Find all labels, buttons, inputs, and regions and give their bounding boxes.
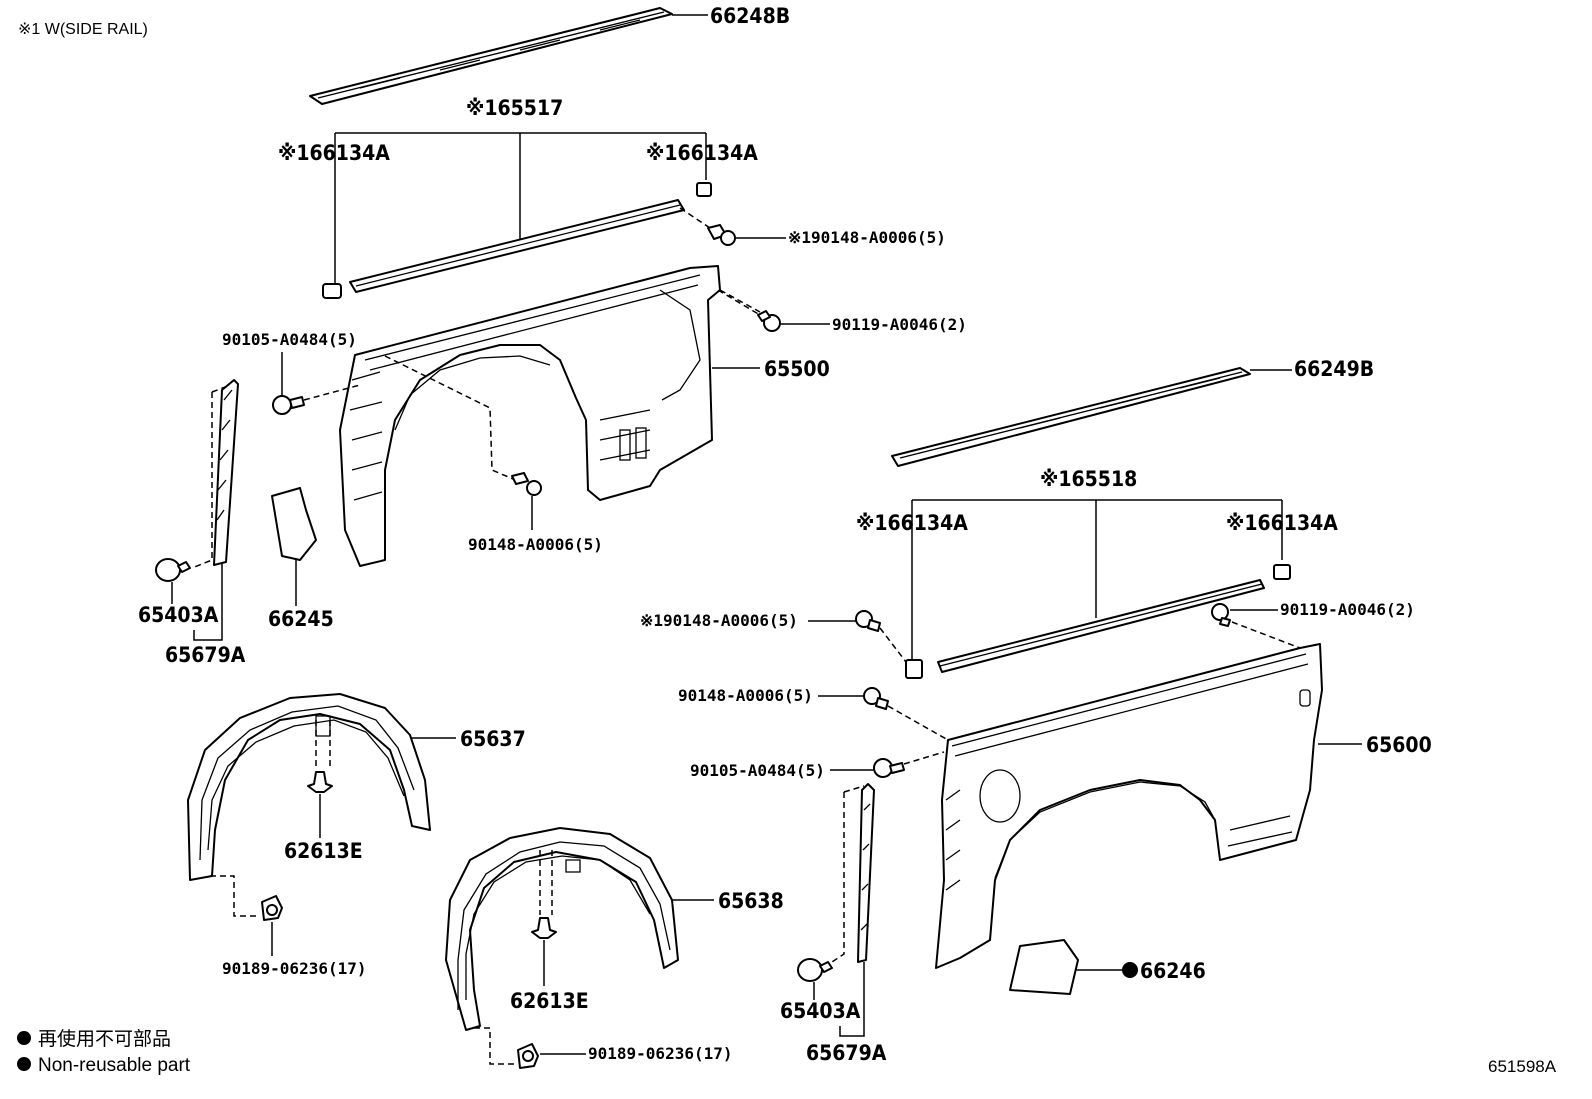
label-65500: 65500 (764, 357, 830, 381)
label-65403a-left: 65403A (138, 603, 219, 627)
clip-90189-1 (261, 895, 283, 921)
label-65679a-left: 65679A (165, 643, 246, 667)
label-90105-left: 90105-A0484(5) (222, 330, 357, 349)
moulding-65679a-left-part (213, 379, 239, 566)
clip-62613e-1 (307, 771, 333, 793)
bolt-90148-right1 (855, 610, 881, 632)
label-90148-mid: 90148-A0006(5) (468, 535, 603, 554)
header-note: ※1 W(SIDE RAIL) (18, 21, 148, 38)
label-66134a-1: ※166134A (278, 141, 390, 165)
label-62613e-2: 62613E (510, 989, 589, 1013)
legend-bullet-en (17, 1057, 31, 1071)
label-90148-top: ※190148-A0006(5) (788, 228, 946, 247)
label-66134a-4: ※166134A (1226, 511, 1338, 535)
rail-65518-part (905, 564, 1291, 679)
label-65518: ※165518 (1040, 467, 1137, 491)
clip-65403a-left (155, 558, 191, 582)
legend-bullet-jp (17, 1031, 31, 1045)
label-90148-right2: 90148-A0006(5) (678, 686, 813, 705)
label-65637: 65637 (460, 727, 526, 751)
bolt-90105-left (272, 395, 305, 415)
label-65517: ※165517 (466, 96, 563, 120)
side-rail-66248b-part (309, 7, 673, 105)
label-65679a-right: 65679A (806, 1041, 887, 1065)
bolt-90119-top (757, 310, 781, 332)
label-90105-right: 90105-A0484(5) (690, 761, 825, 780)
non-reusable-marker-66246 (1122, 962, 1138, 978)
label-66245: 66245 (268, 607, 334, 631)
label-65600: 65600 (1366, 733, 1432, 757)
clip-65403a-right (797, 958, 833, 982)
label-65638: 65638 (718, 889, 784, 913)
label-62613e-1: 62613E (284, 839, 363, 863)
legend-jp: 再使用不可部品 (38, 1028, 171, 1050)
label-90189-2: 90189-06236(17) (588, 1044, 733, 1063)
seal-66246-part (1009, 939, 1079, 995)
bolt-90148-right2 (863, 687, 889, 710)
label-65403a-right: 65403A (780, 999, 861, 1023)
legend-en: Non-reusable part (38, 1055, 191, 1076)
bolt-90148-mid (511, 472, 542, 496)
fender-liner-65637-part (187, 693, 431, 881)
label-90189-1: 90189-06236(17) (222, 959, 367, 978)
clip-90189-2 (517, 1043, 539, 1069)
label-90119-right: 90119-A0046(2) (1280, 600, 1415, 619)
side-rail-66249b-part (891, 367, 1251, 467)
label-66134a-2: ※166134A (646, 141, 758, 165)
label-66246: 66246 (1140, 959, 1206, 983)
bolt-90105-right (873, 758, 905, 778)
bed-side-panel-65600-part (935, 643, 1323, 969)
bed-side-panel-65500-part (339, 265, 721, 567)
bolt-90148-top (707, 224, 736, 246)
label-90148-right1: ※190148-A0006(5) (640, 611, 798, 630)
label-90119-top: 90119-A0046(2) (832, 315, 967, 334)
fender-liner-65638-part (445, 827, 679, 1031)
moulding-65679a-right-part (857, 783, 875, 963)
label-66248b: 66248B (710, 4, 790, 28)
figure-id: 651598A (1488, 1057, 1557, 1076)
label-66249b: 66249B (1294, 357, 1374, 381)
seal-66245-part (271, 487, 317, 561)
bolt-90119-right (1211, 603, 1231, 627)
label-66134a-3: ※166134A (856, 511, 968, 535)
clip-62613e-2 (531, 917, 557, 939)
